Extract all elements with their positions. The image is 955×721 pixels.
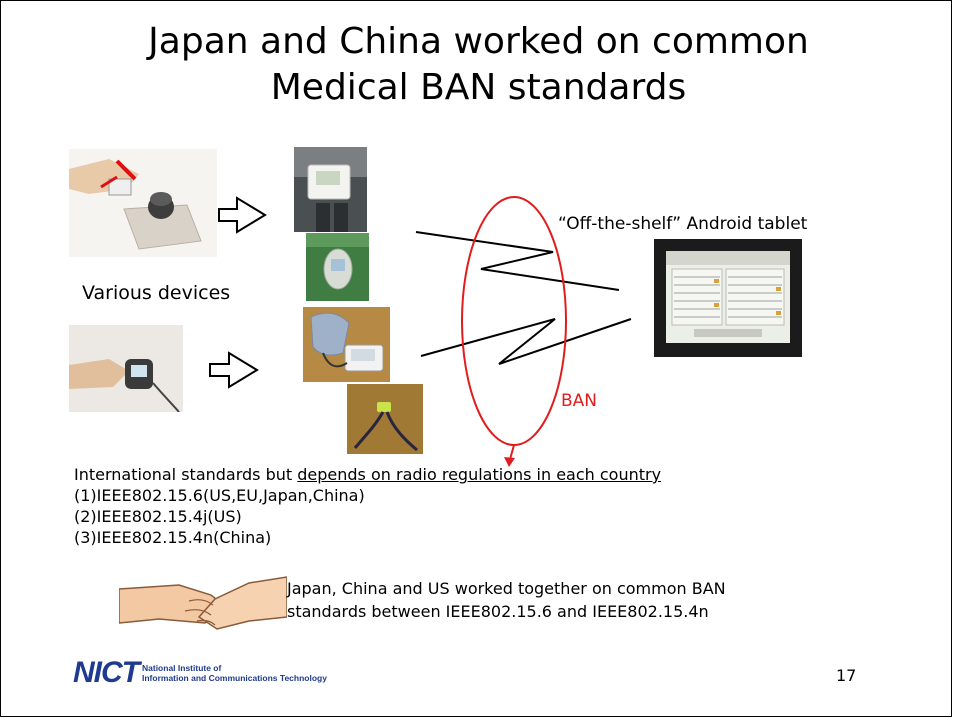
scale-device-photo bbox=[69, 149, 217, 257]
title-line-1: Japan and China worked on common bbox=[148, 21, 809, 62]
pulse-oximeter-photo bbox=[69, 325, 183, 412]
logo-org-name: National Institute of Information and Co… bbox=[142, 663, 327, 683]
standard-item: (3)IEEE802.15.4n(China) bbox=[74, 528, 272, 547]
arrow-right-icon bbox=[209, 351, 259, 389]
standard-item: (1)IEEE802.15.6(US,EU,Japan,China) bbox=[74, 486, 365, 505]
tablet-label: “Off-the-shelf” Android tablet bbox=[558, 214, 808, 234]
standard-item: (2)IEEE802.15.4j(US) bbox=[74, 507, 242, 526]
various-devices-label: Various devices bbox=[82, 282, 231, 304]
upper-zigzag-line bbox=[415, 231, 620, 291]
logo-org-line-1: National Institute of bbox=[142, 663, 222, 673]
ban-arrow-line bbox=[508, 444, 515, 464]
ban-ellipse bbox=[461, 196, 567, 446]
nict-logo: NICT National Institute of Information a… bbox=[73, 656, 327, 690]
green-sensor-photo bbox=[306, 233, 369, 301]
arrow-right-icon bbox=[218, 196, 267, 234]
intro-line: International standards but depends on r… bbox=[74, 464, 661, 485]
note-line-1: Japan, China and US worked together on c… bbox=[287, 579, 726, 598]
intro-underlined: depends on radio regulations in each cou… bbox=[297, 465, 662, 484]
blood-pressure-monitor-photo bbox=[303, 307, 390, 382]
page-number: 17 bbox=[836, 666, 857, 685]
handshake-illustration bbox=[119, 571, 287, 639]
ban-label: BAN bbox=[561, 391, 598, 411]
note-line-2: standards between IEEE802.15.6 and IEEE8… bbox=[287, 602, 709, 621]
zigzag-links bbox=[415, 231, 632, 365]
standards-text: International standards but depends on r… bbox=[74, 464, 661, 548]
collaboration-note: Japan, China and US worked together on c… bbox=[287, 577, 726, 623]
slide-title: Japan and China worked on common Medical… bbox=[71, 19, 886, 111]
logo-org-line-2: Information and Communications Technolog… bbox=[142, 673, 327, 683]
pedometer-photo bbox=[347, 384, 423, 454]
title-line-2: Medical BAN standards bbox=[270, 67, 687, 108]
logo-mark: NICT bbox=[73, 656, 140, 689]
android-tablet-photo bbox=[654, 239, 802, 357]
body-worn-device-photo bbox=[294, 147, 367, 232]
lower-zigzag-line bbox=[420, 318, 632, 365]
intro-plain: International standards but bbox=[74, 465, 298, 484]
